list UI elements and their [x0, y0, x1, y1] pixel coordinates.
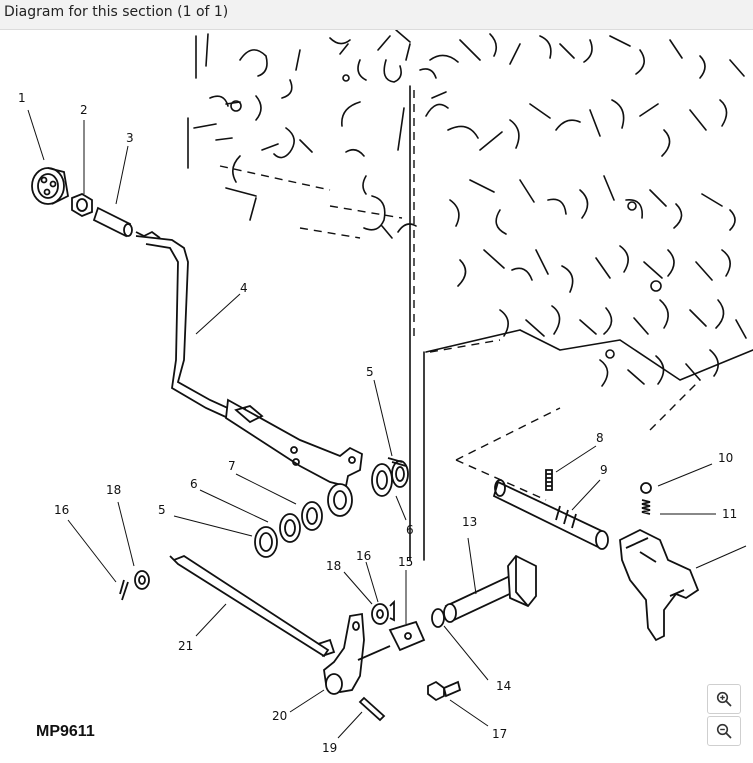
- callout-4: 4: [240, 281, 248, 295]
- part-15-plate: [388, 620, 426, 652]
- callout-20: 20: [272, 709, 287, 723]
- part-4-shift-lever: [135, 230, 363, 517]
- part-19-roll-pin: [358, 696, 386, 722]
- part-16-18-left-washer-pin: [119, 570, 150, 601]
- part-8-spring: [545, 469, 553, 491]
- part-20-lever-arm: [323, 612, 391, 695]
- callout-17: 17: [492, 727, 507, 741]
- leader-lines: [27, 109, 716, 739]
- part-21-linkage-rod: [169, 554, 336, 658]
- part-16-18-washer-pin: [371, 599, 395, 625]
- zoom-in-button[interactable]: [707, 684, 741, 714]
- callout-14: 14: [496, 679, 511, 693]
- callout-8: 8: [596, 431, 604, 445]
- callout-1: 1: [18, 91, 26, 105]
- callout-10: 10: [718, 451, 733, 465]
- zoom-out-icon: [716, 723, 732, 739]
- part-11-spring: [641, 499, 651, 515]
- callout-19: 19: [322, 741, 337, 755]
- engine-block-sketch: [187, 30, 753, 561]
- part-9-shaft: [492, 479, 609, 550]
- callout-16-left: 16: [54, 503, 69, 517]
- part-17-bolt: [427, 680, 462, 702]
- diagram-header: Diagram for this section (1 of 1): [0, 0, 753, 30]
- callout-13: 13: [462, 515, 477, 529]
- callout-labels: 1 2 3 4 5 5 6 6 7 8 9 10 11 13 14 15 16 …: [18, 91, 737, 755]
- part-5-6-washers-upper: [371, 457, 409, 497]
- callout-6-lower: 6: [190, 477, 198, 491]
- callout-21: 21: [178, 639, 193, 653]
- callout-18-left: 18: [106, 483, 121, 497]
- header-title: Diagram for this section (1 of 1): [4, 4, 229, 20]
- part-10-ball: [640, 482, 652, 494]
- parts-diagram: 1 2 3 4 5 5 6 6 7 8 9 10 11 13 14 15 16 …: [0, 30, 753, 763]
- callout-6-upper: 6: [406, 523, 414, 537]
- callout-11: 11: [722, 507, 737, 521]
- callout-18-right: 18: [326, 559, 341, 573]
- callout-15: 15: [398, 555, 413, 569]
- callout-5-lower: 5: [158, 503, 166, 517]
- part-1-knob: [31, 167, 69, 205]
- part-2-nut: [71, 192, 93, 218]
- callout-7: 7: [228, 459, 236, 473]
- callout-9: 9: [600, 463, 608, 477]
- zoom-in-icon: [716, 691, 732, 707]
- exploded-view-drawing: 1 2 3 4 5 5 6 6 7 8 9 10 11 13 14 15 16 …: [18, 30, 753, 755]
- shift-fork: [619, 528, 747, 642]
- part-13-bracket-shaft: [443, 554, 537, 623]
- zoom-out-button[interactable]: [707, 716, 741, 746]
- figure-id: MP9611: [36, 723, 95, 740]
- callout-5-upper: 5: [366, 365, 374, 379]
- callout-3: 3: [126, 131, 134, 145]
- part-14-o-ring: [431, 608, 445, 628]
- callout-2: 2: [80, 103, 88, 117]
- part-5-6-7-washers-lower: [254, 501, 323, 558]
- part-3-sleeve: [92, 206, 133, 238]
- callout-16-right: 16: [356, 549, 371, 563]
